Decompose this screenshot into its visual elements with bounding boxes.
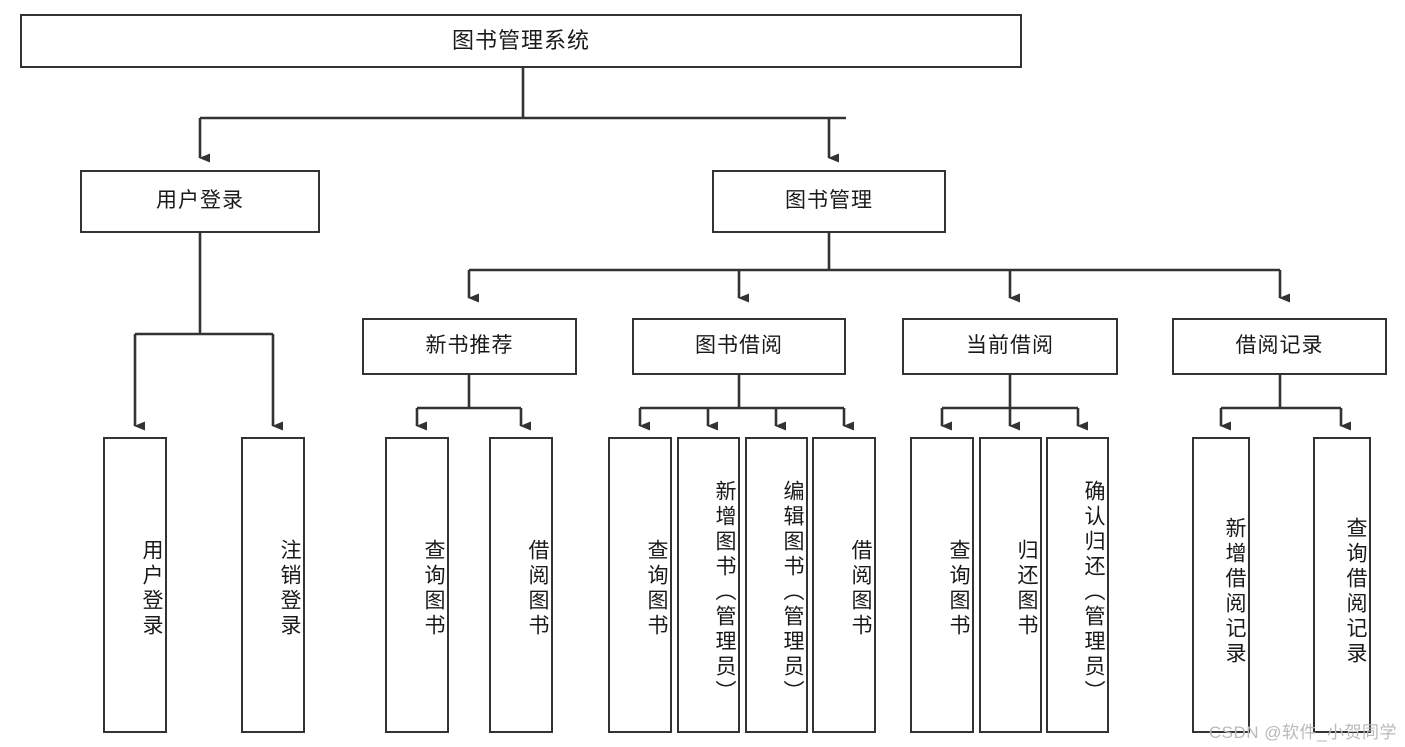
node-root-book-management-system[interactable]: 图书管理系统 bbox=[20, 14, 1022, 68]
node-borrow-record[interactable]: 借阅记录 bbox=[1172, 318, 1387, 375]
leaf-user-login-logout[interactable]: 注销登录 bbox=[241, 437, 305, 733]
leaf-book-borrow-add-book-admin[interactable]: 新增图书（管理员） bbox=[677, 437, 740, 733]
node-new-book-recommend[interactable]: 新书推荐 bbox=[362, 318, 577, 375]
csdn-watermark: CSDN @软件_小贺同学 bbox=[1208, 723, 1397, 742]
leaf-book-borrow-borrow-books[interactable]: 借阅图书 bbox=[812, 437, 876, 733]
leaf-new-book-borrow-books[interactable]: 借阅图书 bbox=[489, 437, 553, 733]
leaf-current-borrow-query-books[interactable]: 查询图书 bbox=[910, 437, 974, 733]
leaf-book-borrow-edit-book-admin[interactable]: 编辑图书（管理员） bbox=[745, 437, 808, 733]
leaf-borrow-record-query-record[interactable]: 查询借阅记录 bbox=[1313, 437, 1371, 733]
leaf-book-borrow-query-books[interactable]: 查询图书 bbox=[608, 437, 672, 733]
leaf-current-borrow-return-books[interactable]: 归还图书 bbox=[979, 437, 1042, 733]
leaf-borrow-record-add-record[interactable]: 新增借阅记录 bbox=[1192, 437, 1250, 733]
node-book-borrow[interactable]: 图书借阅 bbox=[632, 318, 846, 375]
leaf-new-book-query-books[interactable]: 查询图书 bbox=[385, 437, 449, 733]
leaf-user-login-login[interactable]: 用户登录 bbox=[103, 437, 167, 733]
node-user-login[interactable]: 用户登录 bbox=[80, 170, 320, 233]
node-book-management[interactable]: 图书管理 bbox=[712, 170, 946, 233]
leaf-current-borrow-confirm-return-admin[interactable]: 确认归还（管理员） bbox=[1046, 437, 1109, 733]
node-current-borrow[interactable]: 当前借阅 bbox=[902, 318, 1118, 375]
